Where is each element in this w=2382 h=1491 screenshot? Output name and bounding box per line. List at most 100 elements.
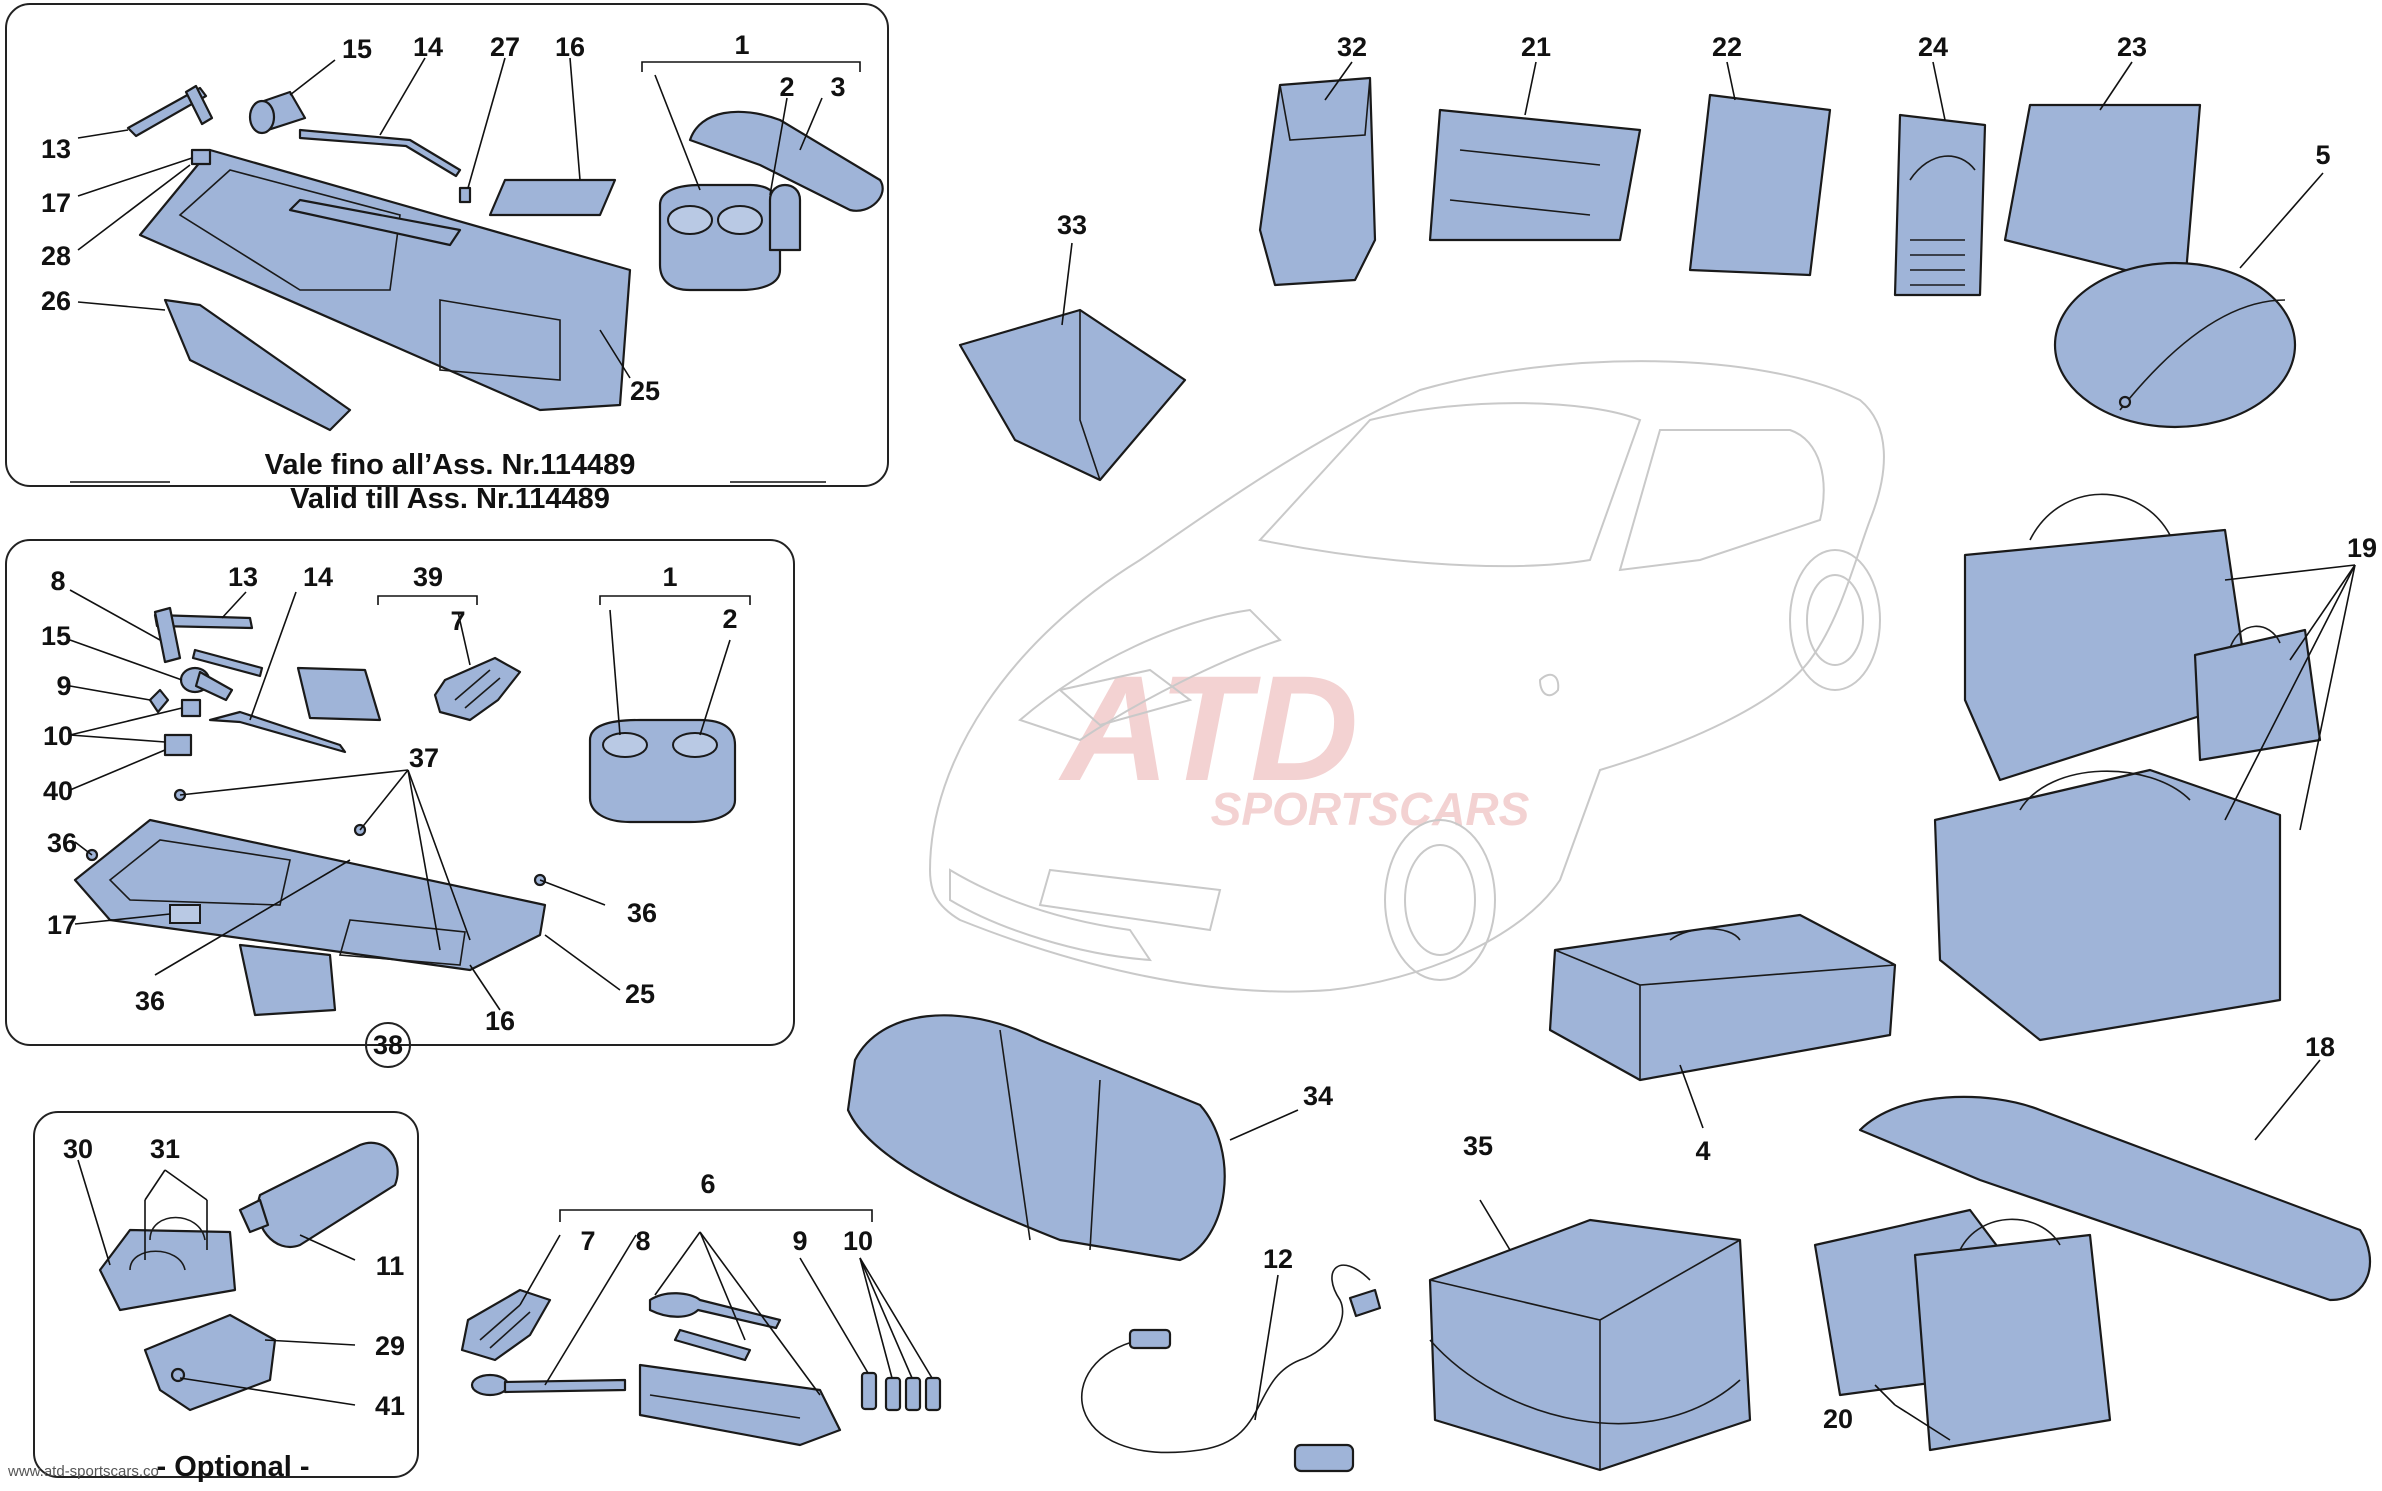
- callout-37: 37: [409, 743, 439, 773]
- tow-eye: [470, 1373, 627, 1397]
- callout-3: 3: [830, 72, 845, 102]
- instruction-sheet-early: [488, 178, 617, 217]
- watermark-logo: ATD SPORTSCARS: [1057, 644, 1529, 835]
- panel-extinguisher-optional: [33, 1111, 419, 1478]
- compressor-kit-early: [658, 110, 884, 292]
- callout-16: 16: [555, 32, 585, 62]
- validity-note-english: Valid till Ass. Nr.114489: [290, 483, 610, 515]
- socket-adapter-early: [248, 90, 307, 135]
- callout-36-left: 36: [47, 828, 77, 858]
- callout-14: 14: [303, 562, 333, 592]
- callout-27: 27: [490, 32, 520, 62]
- callout-16: 16: [485, 1006, 515, 1036]
- callout-28: 28: [41, 241, 71, 271]
- golf-bag: [1858, 1095, 2372, 1302]
- callout-4: 4: [1695, 1136, 1710, 1166]
- socket-adapter-late: [179, 666, 234, 702]
- callout-29: 29: [375, 1331, 405, 1361]
- callout-14: 14: [413, 32, 443, 62]
- callout-2: 2: [779, 72, 794, 102]
- callout-9: 9: [792, 1226, 807, 1256]
- optional-caption: - Optional -: [156, 1451, 309, 1483]
- validity-note-italian: Vale fino all’Ass. Nr.114489: [265, 449, 636, 481]
- callout-34: 34: [1303, 1081, 1333, 1111]
- callout-17: 17: [41, 188, 71, 218]
- callout-7: 7: [580, 1226, 595, 1256]
- gloves-toolkit: [460, 1288, 552, 1362]
- sports-bag: [1428, 1218, 1752, 1472]
- callout-25: 25: [625, 979, 655, 1009]
- indoor-car-cover-duffel: [846, 1014, 1226, 1262]
- callout-32: 32: [1337, 32, 1367, 62]
- warranty-folder: [2003, 103, 2202, 287]
- panel-toolkit-late: [5, 539, 795, 1046]
- callout-13: 13: [41, 134, 71, 164]
- watermark-url: www.atd-sportscars.co: [7, 1463, 159, 1480]
- callout-30: 30: [63, 1134, 93, 1164]
- callout-35: 35: [1463, 1131, 1493, 1161]
- lug-wrench-late: [153, 606, 264, 678]
- extinguisher-mount-plate: [143, 1313, 277, 1412]
- watermark-logo-subtext: SPORTSCARS: [1211, 783, 1530, 835]
- driver-guide: [1688, 93, 1832, 277]
- toolkit-tray-late: [73, 788, 547, 1017]
- battery-charger-cable: [1080, 1264, 1382, 1473]
- callout-39: 39: [413, 562, 443, 592]
- callout-9: 9: [56, 671, 71, 701]
- callouts-bottom-left: 30 31 11 29 41 - Optional -: [63, 1134, 405, 1483]
- callout-23: 23: [2117, 32, 2147, 62]
- callout-1: 1: [662, 562, 677, 592]
- callouts-main: 32 21 22 24 23 33 5 19 18 20 4 34 35 12 …: [580, 32, 2377, 1434]
- callout-19: 19: [2347, 533, 2377, 563]
- callout-8: 8: [635, 1226, 650, 1256]
- callout-17: 17: [47, 910, 77, 940]
- clip-late-b: [163, 733, 193, 757]
- callout-21: 21: [1521, 32, 1551, 62]
- callout-13: 13: [228, 562, 258, 592]
- callout-24: 24: [1918, 32, 1948, 62]
- clip-early: [190, 148, 212, 166]
- fastener-early: [458, 186, 472, 204]
- callout-12: 12: [1263, 1244, 1293, 1274]
- leaders-bottom-left: [77, 1159, 356, 1406]
- callout-15: 15: [342, 34, 372, 64]
- clip-late-a: [180, 698, 202, 718]
- toolkit-tray-early: [138, 148, 632, 432]
- document-holder-pouch: [1258, 76, 1377, 287]
- callout-10: 10: [43, 721, 73, 751]
- wheel-cover-bag: [2053, 261, 2297, 429]
- callout-41: 41: [375, 1391, 405, 1421]
- car-outline: [928, 360, 1885, 993]
- callout-26: 26: [41, 286, 71, 316]
- group-marker-circle: [365, 1022, 411, 1068]
- callout-36-right: 36: [627, 898, 657, 928]
- callouts-middle-left: 13 14 39 7 1 2 8 15 9 10 40 37 36 36 17 …: [41, 562, 738, 1060]
- jack-handle-early: [298, 128, 462, 178]
- compressor-late: [588, 718, 737, 824]
- tool-bag: [1548, 913, 1897, 1082]
- callout-36-bottom: 36: [135, 986, 165, 1016]
- charger-leaflet: [1893, 113, 1987, 297]
- weekend-bags: [1813, 1208, 2112, 1452]
- callout-38: 38: [373, 1030, 403, 1060]
- watermark-logo-text: ATD: [1057, 644, 1358, 812]
- callout-22: 22: [1712, 32, 1742, 62]
- gloves-late: [433, 656, 522, 722]
- leaders-main: [519, 61, 2356, 1441]
- callout-7: 7: [450, 606, 465, 636]
- callout-8: 8: [50, 566, 65, 596]
- callout-18: 18: [2305, 1032, 2335, 1062]
- callout-25: 25: [630, 376, 660, 406]
- fire-extinguisher: [238, 1141, 399, 1248]
- callout-15: 15: [41, 621, 71, 651]
- luggage-set-rear-shelf: [1933, 493, 2322, 1042]
- callout-10: 10: [843, 1226, 873, 1256]
- jack-handle-late: [208, 710, 347, 754]
- callout-40: 40: [43, 776, 73, 806]
- callout-6: 6: [700, 1169, 715, 1199]
- car-cover-bag: [958, 308, 1187, 482]
- callout-33: 33: [1057, 210, 1087, 240]
- leaders-top-left: [77, 57, 861, 379]
- callouts-top-left: 15 14 27 16 1 2 3 13 17 28 26 25: [41, 30, 846, 406]
- callout-1: 1: [734, 30, 749, 60]
